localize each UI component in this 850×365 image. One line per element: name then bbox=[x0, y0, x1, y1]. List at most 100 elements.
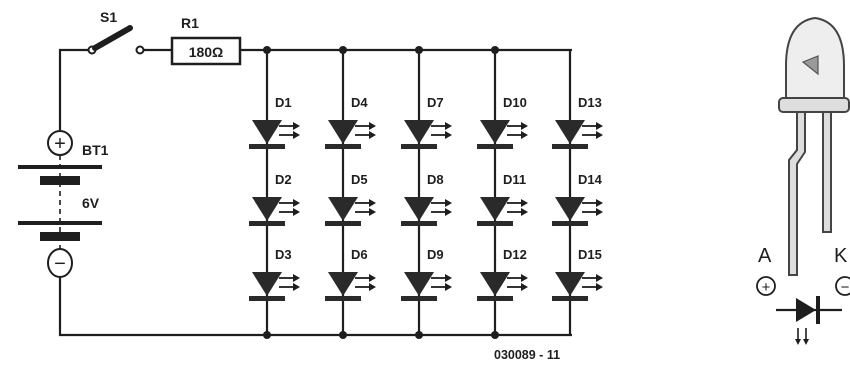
led-d3-triangle bbox=[252, 272, 282, 296]
light-arrow-head bbox=[293, 122, 300, 130]
light-arrow-head bbox=[521, 122, 528, 130]
battery-plus-icon bbox=[47, 130, 73, 156]
switch-s1: S1 bbox=[87, 9, 145, 55]
light-arrow-head bbox=[445, 283, 452, 291]
resistor-body bbox=[170, 36, 242, 66]
light-arrow-head bbox=[293, 199, 300, 207]
light-arrow-head bbox=[445, 274, 452, 282]
resistor-ref: R1 bbox=[181, 15, 199, 31]
light-arrow-head bbox=[369, 274, 376, 282]
battery-bt1: + − BT1 6V bbox=[18, 130, 109, 278]
cathode-minus-icon bbox=[835, 276, 850, 296]
light-arrow-head bbox=[521, 131, 528, 139]
mini-led-arrowhead-2 bbox=[803, 339, 809, 345]
wire-left-top bbox=[58, 48, 92, 130]
battery-minus-sign: − bbox=[54, 253, 66, 275]
led-d1-bar bbox=[249, 144, 285, 149]
led-label: D3 bbox=[275, 247, 292, 262]
led-label: D15 bbox=[578, 247, 602, 262]
led-label: D5 bbox=[351, 172, 368, 187]
light-arrow-head bbox=[293, 208, 300, 216]
switch-contact-right bbox=[135, 45, 145, 55]
light-arrow-head bbox=[445, 208, 452, 216]
led-label: D4 bbox=[351, 95, 368, 110]
switch-lever bbox=[92, 25, 133, 51]
led-d6-triangle bbox=[328, 272, 358, 296]
battery-plate-long-1 bbox=[18, 165, 102, 169]
led-d5-triangle bbox=[328, 197, 358, 221]
led-label: D11 bbox=[503, 172, 526, 187]
light-arrow-head bbox=[445, 122, 452, 130]
led-die bbox=[801, 55, 819, 76]
figure-id: 030089 - 11 bbox=[494, 348, 560, 362]
junction-dot bbox=[263, 331, 271, 339]
led-d8-triangle bbox=[404, 197, 434, 221]
cathode-sign: − bbox=[841, 279, 850, 296]
led-d11-bar bbox=[477, 221, 513, 226]
light-arrow-head bbox=[596, 131, 603, 139]
led-d14-triangle bbox=[555, 197, 585, 221]
light-arrow-head bbox=[521, 199, 528, 207]
battery-plus-sign: + bbox=[54, 133, 66, 155]
led-label: D6 bbox=[351, 247, 368, 262]
battery-plate-long-2 bbox=[18, 221, 102, 225]
light-arrow-head bbox=[521, 208, 528, 216]
battery-plate-short-1 bbox=[40, 176, 80, 185]
led-label: D12 bbox=[503, 247, 527, 262]
light-arrow-head bbox=[445, 199, 452, 207]
light-arrow-head bbox=[369, 208, 376, 216]
led-d12-triangle bbox=[480, 272, 510, 296]
led-d9-bar bbox=[401, 296, 437, 301]
led-d8-bar bbox=[401, 221, 437, 226]
resistor-value: 180Ω bbox=[189, 44, 224, 60]
anode-sign: + bbox=[762, 279, 771, 296]
light-arrow-head bbox=[596, 199, 603, 207]
junction-dot bbox=[339, 331, 347, 339]
led-label: D1 bbox=[275, 95, 292, 110]
led-d2-bar bbox=[249, 221, 285, 226]
light-arrow-head bbox=[521, 283, 528, 291]
led-label: D2 bbox=[275, 172, 292, 187]
led-cathode-lead bbox=[822, 111, 832, 233]
led-d2-triangle bbox=[252, 197, 282, 221]
battery-minus-icon bbox=[47, 248, 73, 278]
led-d15-bar bbox=[552, 296, 588, 301]
anode-plus-icon bbox=[756, 276, 776, 296]
light-arrow-head bbox=[369, 122, 376, 130]
anode-label: A bbox=[758, 245, 772, 267]
led-d14-bar bbox=[552, 221, 588, 226]
resistor-r1: 180Ω R1 bbox=[170, 15, 242, 66]
led-label: D13 bbox=[578, 95, 602, 110]
light-arrow-head bbox=[369, 199, 376, 207]
battery-ref: BT1 bbox=[82, 142, 109, 158]
led-label: D10 bbox=[503, 95, 527, 110]
led-pinout-illustration: A K + − bbox=[756, 16, 850, 345]
light-arrow-head bbox=[521, 274, 528, 282]
light-arrow-head bbox=[596, 208, 603, 216]
switch-label: S1 bbox=[100, 9, 117, 25]
led-d13-bar bbox=[552, 144, 588, 149]
battery-plate-short-2 bbox=[40, 232, 80, 241]
light-arrow-head bbox=[596, 122, 603, 130]
junction-dot bbox=[263, 46, 271, 54]
led-d6-bar bbox=[325, 296, 361, 301]
led-d11-triangle bbox=[480, 197, 510, 221]
light-arrow-head bbox=[596, 274, 603, 282]
light-arrow-head bbox=[293, 274, 300, 282]
light-arrow-head bbox=[445, 131, 452, 139]
cathode-label: K bbox=[834, 245, 848, 267]
junction-dot bbox=[339, 46, 347, 54]
junction-dot bbox=[415, 46, 423, 54]
light-arrow-head bbox=[293, 131, 300, 139]
led-label: D9 bbox=[427, 247, 444, 262]
led-label: D8 bbox=[427, 172, 444, 187]
led-d7-triangle bbox=[404, 120, 434, 144]
junction-dot bbox=[491, 331, 499, 339]
led-label: D14 bbox=[578, 172, 603, 187]
led-d5-bar bbox=[325, 221, 361, 226]
led-d7-bar bbox=[401, 144, 437, 149]
wires bbox=[58, 48, 572, 337]
